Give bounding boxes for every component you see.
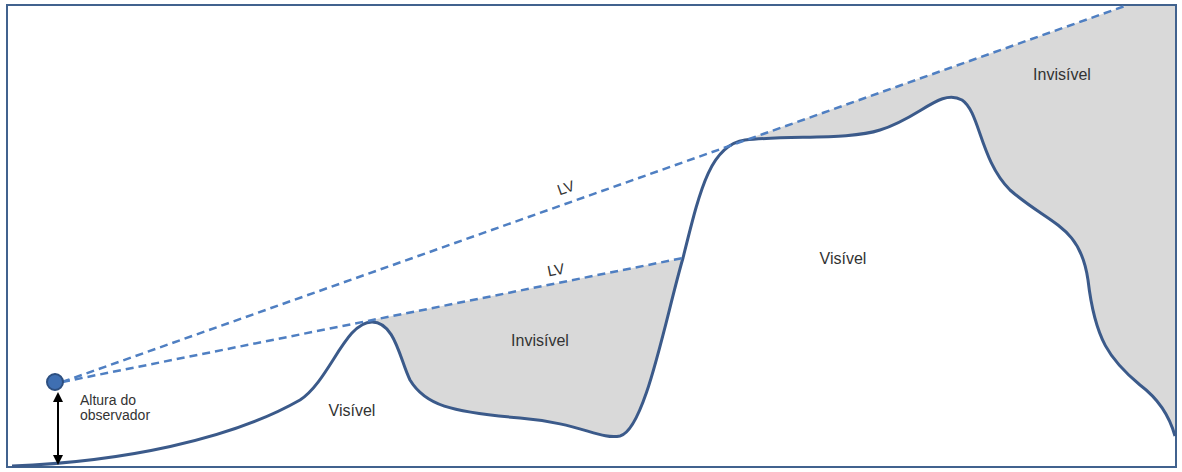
region-label: Visível	[329, 402, 376, 419]
invisible-area	[745, 6, 1175, 436]
observer-height-label: Altura do observador	[80, 393, 170, 423]
region-label: Visível	[820, 250, 867, 267]
line-of-sight	[62, 6, 1125, 382]
sight-line-label: LV	[546, 260, 566, 279]
line-of-sight	[62, 258, 683, 382]
arrow-head	[53, 392, 63, 402]
height-arrow	[57, 398, 59, 458]
region-label: Invisível	[511, 332, 569, 349]
invisible-area	[372, 258, 683, 437]
frame-border	[7, 5, 1176, 467]
region-label: Invisível	[1033, 66, 1091, 83]
arrow-head	[53, 455, 63, 465]
terrain-profile	[12, 97, 1175, 466]
observer-point	[47, 374, 63, 390]
